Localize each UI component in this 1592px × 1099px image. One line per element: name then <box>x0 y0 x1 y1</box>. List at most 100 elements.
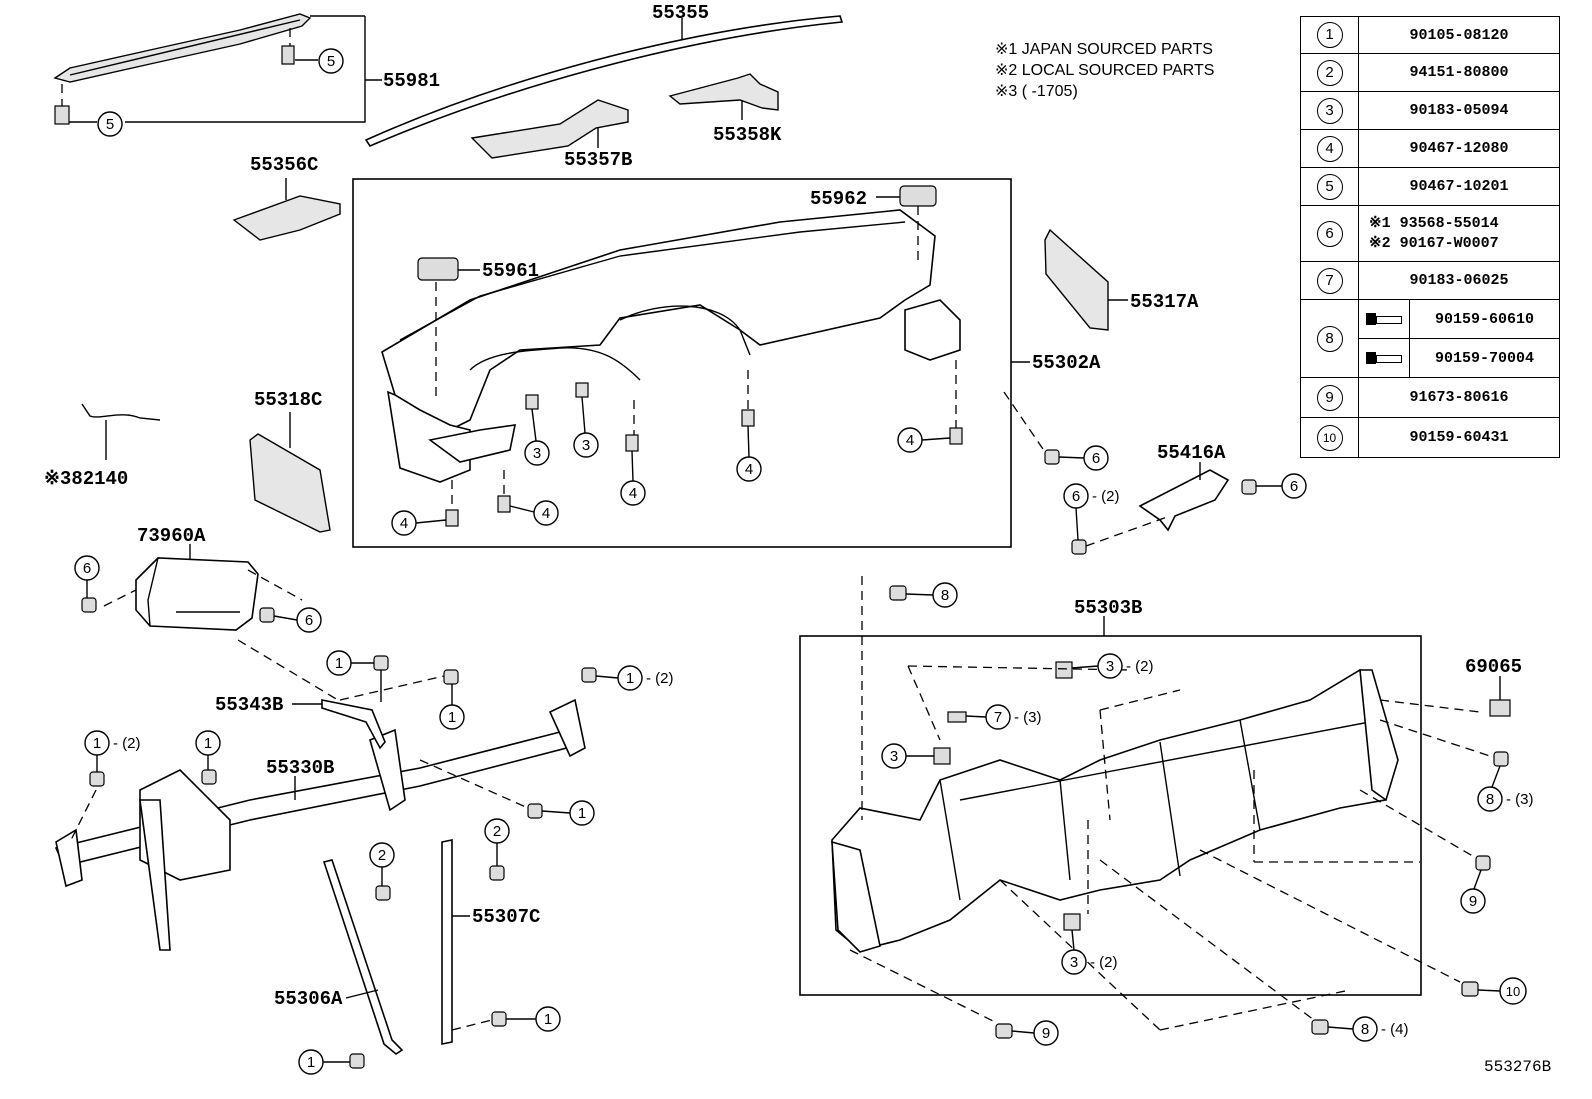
svg-text:1: 1 <box>626 670 634 687</box>
part-55317A-drawing <box>1044 228 1109 331</box>
label-55302A: 55302A <box>1032 352 1101 374</box>
qty-1-c: - (2) <box>646 670 674 687</box>
svg-text:9: 9 <box>1469 893 1477 910</box>
bolt-washer-icon <box>1366 351 1402 364</box>
legend-row: 9 91673-80616 <box>1300 377 1560 418</box>
callout-3-box-a: 3 <box>1097 653 1123 679</box>
label-55343B: 55343B <box>215 694 283 716</box>
qty-8-bottom: - (4) <box>1381 1021 1409 1038</box>
part-55303B-drawing <box>831 661 1399 953</box>
legend-part: 90159-60431 <box>1358 417 1560 458</box>
label-55303B: 55303B <box>1074 597 1142 619</box>
legend-part: 90183-05094 <box>1358 91 1560 130</box>
label-82140: ※382140 <box>44 468 128 490</box>
svg-text:6: 6 <box>1072 488 1080 505</box>
callout-1-f: 1 <box>195 730 221 756</box>
box-55302A <box>352 178 1012 548</box>
callout-1-h: 1 <box>298 1049 324 1075</box>
svg-text:8: 8 <box>941 587 949 604</box>
callout-8-top: 8 <box>932 582 958 608</box>
legend-part: 94151-80800 <box>1358 53 1560 92</box>
svg-text:5: 5 <box>106 116 114 133</box>
legend-part: 90105-08120 <box>1358 16 1560 54</box>
label-55318C: 55318C <box>254 389 322 411</box>
legend-part-b: 90159-70004 <box>1434 349 1535 367</box>
legend-part-local: ※2 90167-W0007 <box>1369 234 1499 252</box>
legend-num: 1 <box>1316 22 1343 48</box>
callout-9-bottom: 9 <box>1033 1020 1059 1046</box>
legend-row: 90159-70004 <box>1301 338 1560 378</box>
svg-text:3: 3 <box>582 437 590 454</box>
svg-text:4: 4 <box>542 505 550 522</box>
qty-3-box-c: - (2) <box>1090 954 1118 971</box>
svg-text:8: 8 <box>1486 791 1494 808</box>
part-55355-drawing <box>364 15 844 147</box>
callout-7-box: 7 <box>985 704 1011 730</box>
svg-text:4: 4 <box>745 461 753 478</box>
legend-row: 5 90467-10201 <box>1300 167 1560 206</box>
svg-text:10: 10 <box>1506 984 1520 999</box>
callout-3-b: 3 <box>573 432 599 458</box>
callout-4-c: 4 <box>897 427 923 453</box>
svg-text:8: 8 <box>1361 1021 1369 1038</box>
qty-3-box-a: - (2) <box>1126 658 1154 675</box>
svg-text:6: 6 <box>1290 478 1298 495</box>
part-82140-drawing <box>81 403 161 421</box>
callout-6-bracket-right: 6 <box>1281 473 1307 499</box>
svg-text:4: 4 <box>400 515 408 532</box>
legend-num: 4 <box>1316 135 1343 162</box>
callout-4-a: 4 <box>620 480 646 506</box>
svg-text:4: 4 <box>629 485 637 502</box>
label-55306A: 55306A <box>274 988 343 1010</box>
label-55358K: 55358K <box>713 124 782 146</box>
qty-7-box: - (3) <box>1014 709 1042 726</box>
legend-part-japan: ※1 93568-55014 <box>1369 214 1499 232</box>
callout-6-airbag-right: 6 <box>296 607 322 633</box>
callout-4-e: 4 <box>533 500 559 526</box>
label-55961: 55961 <box>482 260 539 282</box>
label-55356C: 55356C <box>250 154 318 176</box>
legend-row: 10 90159-60431 <box>1300 417 1560 458</box>
qty-1-e: - (2) <box>113 735 141 752</box>
callout-1-g: 1 <box>535 1006 561 1032</box>
svg-text:1: 1 <box>93 735 101 752</box>
callout-1-e: 1 <box>84 730 110 756</box>
svg-text:5: 5 <box>327 53 335 70</box>
note-local-sourced: ※2 LOCAL SOURCED PARTS <box>995 62 1214 79</box>
svg-text:7: 7 <box>994 709 1002 726</box>
callout-5-lower: 5 <box>97 111 123 137</box>
part-73960A-drawing <box>135 557 259 631</box>
svg-text:2: 2 <box>378 847 386 864</box>
callout-8-bottom: 8 <box>1352 1016 1378 1042</box>
part-69065-drawing <box>1489 699 1511 717</box>
part-55330B-drawing <box>54 698 586 951</box>
label-55330B: 55330B <box>266 757 334 779</box>
part-55302A-drawing <box>381 185 963 527</box>
part-55356C-drawing <box>232 195 341 241</box>
legend-num: 3 <box>1316 97 1343 124</box>
svg-text:3: 3 <box>1070 954 1078 971</box>
box-55303B <box>799 635 1422 996</box>
callout-10-right: 10 <box>1499 977 1527 1005</box>
svg-text:1: 1 <box>448 709 456 726</box>
callout-6-airbag-left: 6 <box>74 555 100 581</box>
callout-3-box-b: 3 <box>881 743 907 769</box>
svg-text:6: 6 <box>1092 450 1100 467</box>
label-55307C: 55307C <box>472 906 540 928</box>
svg-text:6: 6 <box>83 560 91 577</box>
part-55416A-drawing <box>1138 469 1230 532</box>
legend-row: 3 90183-05094 <box>1300 91 1560 130</box>
callout-2-a: 2 <box>484 818 510 844</box>
svg-text:1: 1 <box>578 805 586 822</box>
legend-num: 2 <box>1316 59 1343 86</box>
svg-text:1: 1 <box>307 1054 315 1071</box>
note-japan-sourced: ※1 JAPAN SOURCED PARTS <box>995 41 1213 58</box>
legend-row: 4 90467-12080 <box>1300 129 1560 168</box>
legend-num: 6 <box>1316 220 1343 247</box>
label-73960A: 73960A <box>137 525 206 547</box>
callout-3-box-c: 3 <box>1061 949 1087 975</box>
legend-part: 90467-12080 <box>1358 129 1560 168</box>
svg-text:9: 9 <box>1042 1025 1050 1042</box>
legend-num: 8 <box>1316 325 1343 352</box>
